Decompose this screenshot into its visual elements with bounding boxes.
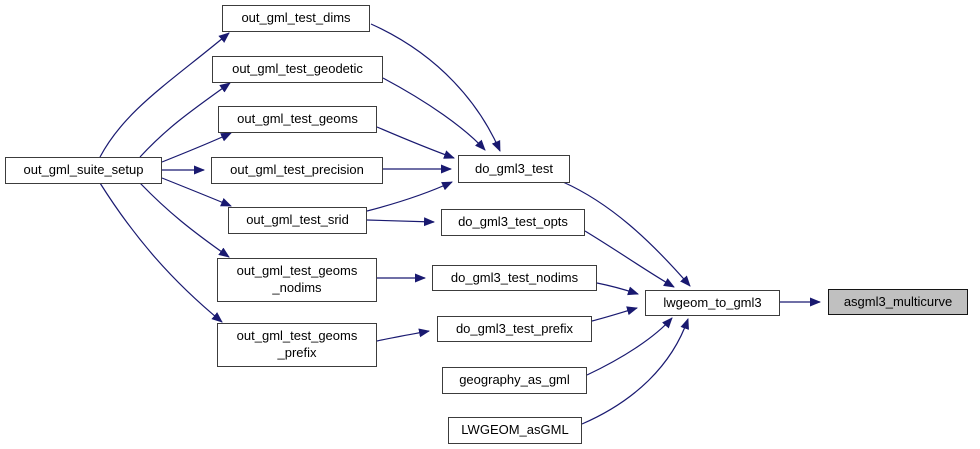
edge-geography_as_gml--lwgeom_to_gml3 — [586, 317, 673, 376]
edge-out_gml_test_geoms_prefix--do_gml3_test_prefix — [376, 328, 430, 342]
edge-out_gml_test_srid--do_gml3_test_opts — [366, 217, 435, 227]
node-label: lwgeom_to_gml3 — [663, 294, 762, 310]
node-label: do_gml3_test_prefix — [455, 320, 574, 336]
node-label: out_gml_test_geodetic — [232, 61, 363, 77]
edge-out_gml_suite_setup--out_gml_test_dims — [99, 32, 230, 158]
node-label: do_gml3_test_opts — [458, 214, 568, 230]
node-label: LWGEOM_asGML — [461, 422, 569, 438]
node-label: asgml3_multicurve — [843, 293, 953, 309]
edge-do_gml3_test_prefix--lwgeom_to_gml3 — [591, 306, 638, 322]
edge-LWGEOM_asGML--lwgeom_to_gml3 — [581, 318, 689, 425]
node-asgml3_multicurve-highlighted: asgml3_multicurve — [828, 289, 968, 315]
node-do_gml3_test_prefix[interactable]: do_gml3_test_prefix — [437, 316, 592, 342]
node-do_gml3_test_nodims[interactable]: do_gml3_test_nodims — [432, 265, 597, 291]
node-label: do_gml3_test — [474, 160, 554, 176]
node-label-line2: _nodims — [272, 280, 322, 295]
node-out_gml_suite_setup[interactable]: out_gml_suite_setup — [5, 157, 162, 184]
edge-out_gml_test_dims--do_gml3_test — [370, 23, 501, 152]
edge-do_gml3_test--lwgeom_to_gml3 — [562, 181, 691, 287]
node-LWGEOM_asGML[interactable]: LWGEOM_asGML — [448, 417, 582, 444]
edge-out_gml_suite_setup--out_gml_test_geoms_prefix — [99, 182, 223, 323]
edge-out_gml_test_geoms--do_gml3_test — [376, 126, 455, 159]
node-label: out_gml_test_dims — [241, 10, 351, 26]
edge-out_gml_suite_setup--out_gml_test_srid — [161, 177, 232, 207]
node-geography_as_gml[interactable]: geography_as_gml — [442, 367, 587, 394]
node-label-line1: out_gml_test_geoms — [236, 328, 358, 344]
edge-do_gml3_test_nodims--lwgeom_to_gml3 — [596, 282, 639, 296]
node-out_gml_test_geodetic[interactable]: out_gml_test_geodetic — [212, 56, 383, 83]
node-out_gml_test_dims[interactable]: out_gml_test_dims — [222, 5, 370, 32]
node-out_gml_test_srid[interactable]: out_gml_test_srid — [228, 207, 367, 234]
node-label: out_gml_suite_setup — [23, 162, 144, 178]
node-out_gml_test_geoms_nodims[interactable]: out_gml_test_geoms _nodims — [217, 258, 377, 302]
node-label: geography_as_gml — [459, 372, 570, 388]
node-label: out_gml_test_srid — [246, 212, 349, 228]
edge-out_gml_suite_setup--out_gml_test_geoms_nodims — [139, 182, 230, 258]
node-label-line1: out_gml_test_geoms — [236, 263, 358, 279]
edge-out_gml_test_srid--do_gml3_test — [366, 181, 453, 212]
node-out_gml_test_geoms[interactable]: out_gml_test_geoms — [218, 106, 377, 133]
node-do_gml3_test_opts[interactable]: do_gml3_test_opts — [441, 209, 585, 236]
node-label: do_gml3_test_nodims — [450, 269, 579, 285]
node-label: out_gml_test_precision — [230, 162, 364, 178]
edge-out_gml_suite_setup--out_gml_test_geodetic — [139, 82, 231, 158]
edge-do_gml3_test_opts--lwgeom_to_gml3 — [584, 230, 675, 288]
node-label: out_gml_test_geoms — [237, 111, 358, 127]
node-do_gml3_test[interactable]: do_gml3_test — [458, 155, 570, 183]
edge-out_gml_suite_setup--out_gml_test_geoms — [161, 132, 232, 163]
node-out_gml_test_precision[interactable]: out_gml_test_precision — [211, 157, 383, 184]
node-lwgeom_to_gml3[interactable]: lwgeom_to_gml3 — [645, 290, 780, 316]
edge-out_gml_test_geodetic--do_gml3_test — [382, 77, 486, 151]
node-out_gml_test_geoms_prefix[interactable]: out_gml_test_geoms _prefix — [217, 323, 377, 367]
node-label-line2: _prefix — [277, 345, 317, 360]
